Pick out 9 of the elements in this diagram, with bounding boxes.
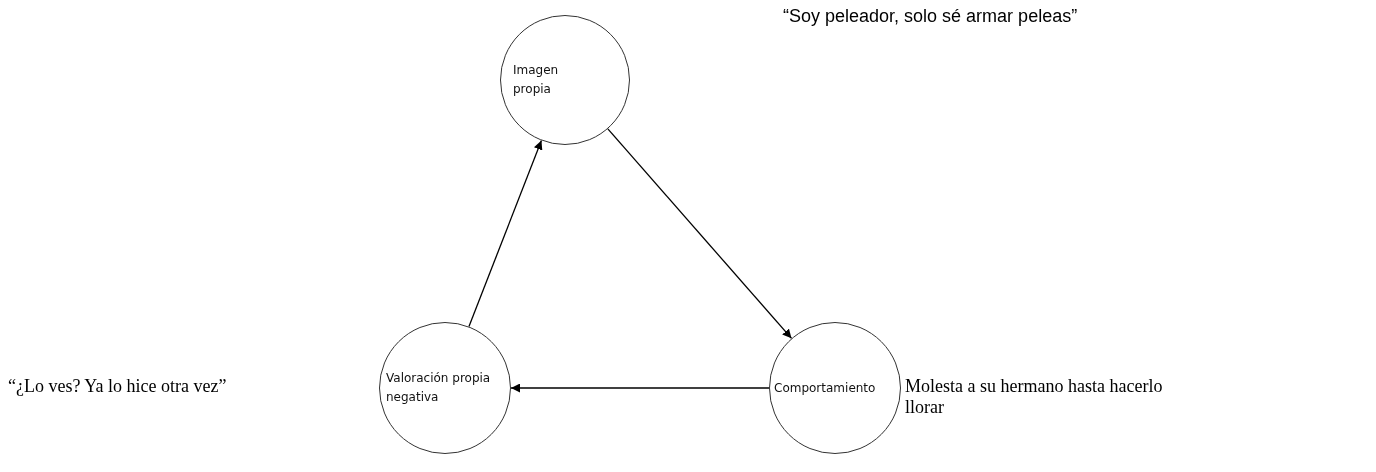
arrow [607,128,793,339]
node-label: Valoración propia negativa [386,370,492,406]
quote-text: “Soy peleador, solo sé armar peleas” [783,6,1078,27]
node-label: Imagen propia [513,62,560,98]
quote-text: “¿Lo ves? Ya lo hice otra vez” [8,376,227,397]
quote-text: Molesta a su hermano hasta hacerlo llorar [905,376,1164,418]
arrow [510,383,770,393]
node-label: Comportamiento [774,379,876,397]
arrow [468,139,543,328]
